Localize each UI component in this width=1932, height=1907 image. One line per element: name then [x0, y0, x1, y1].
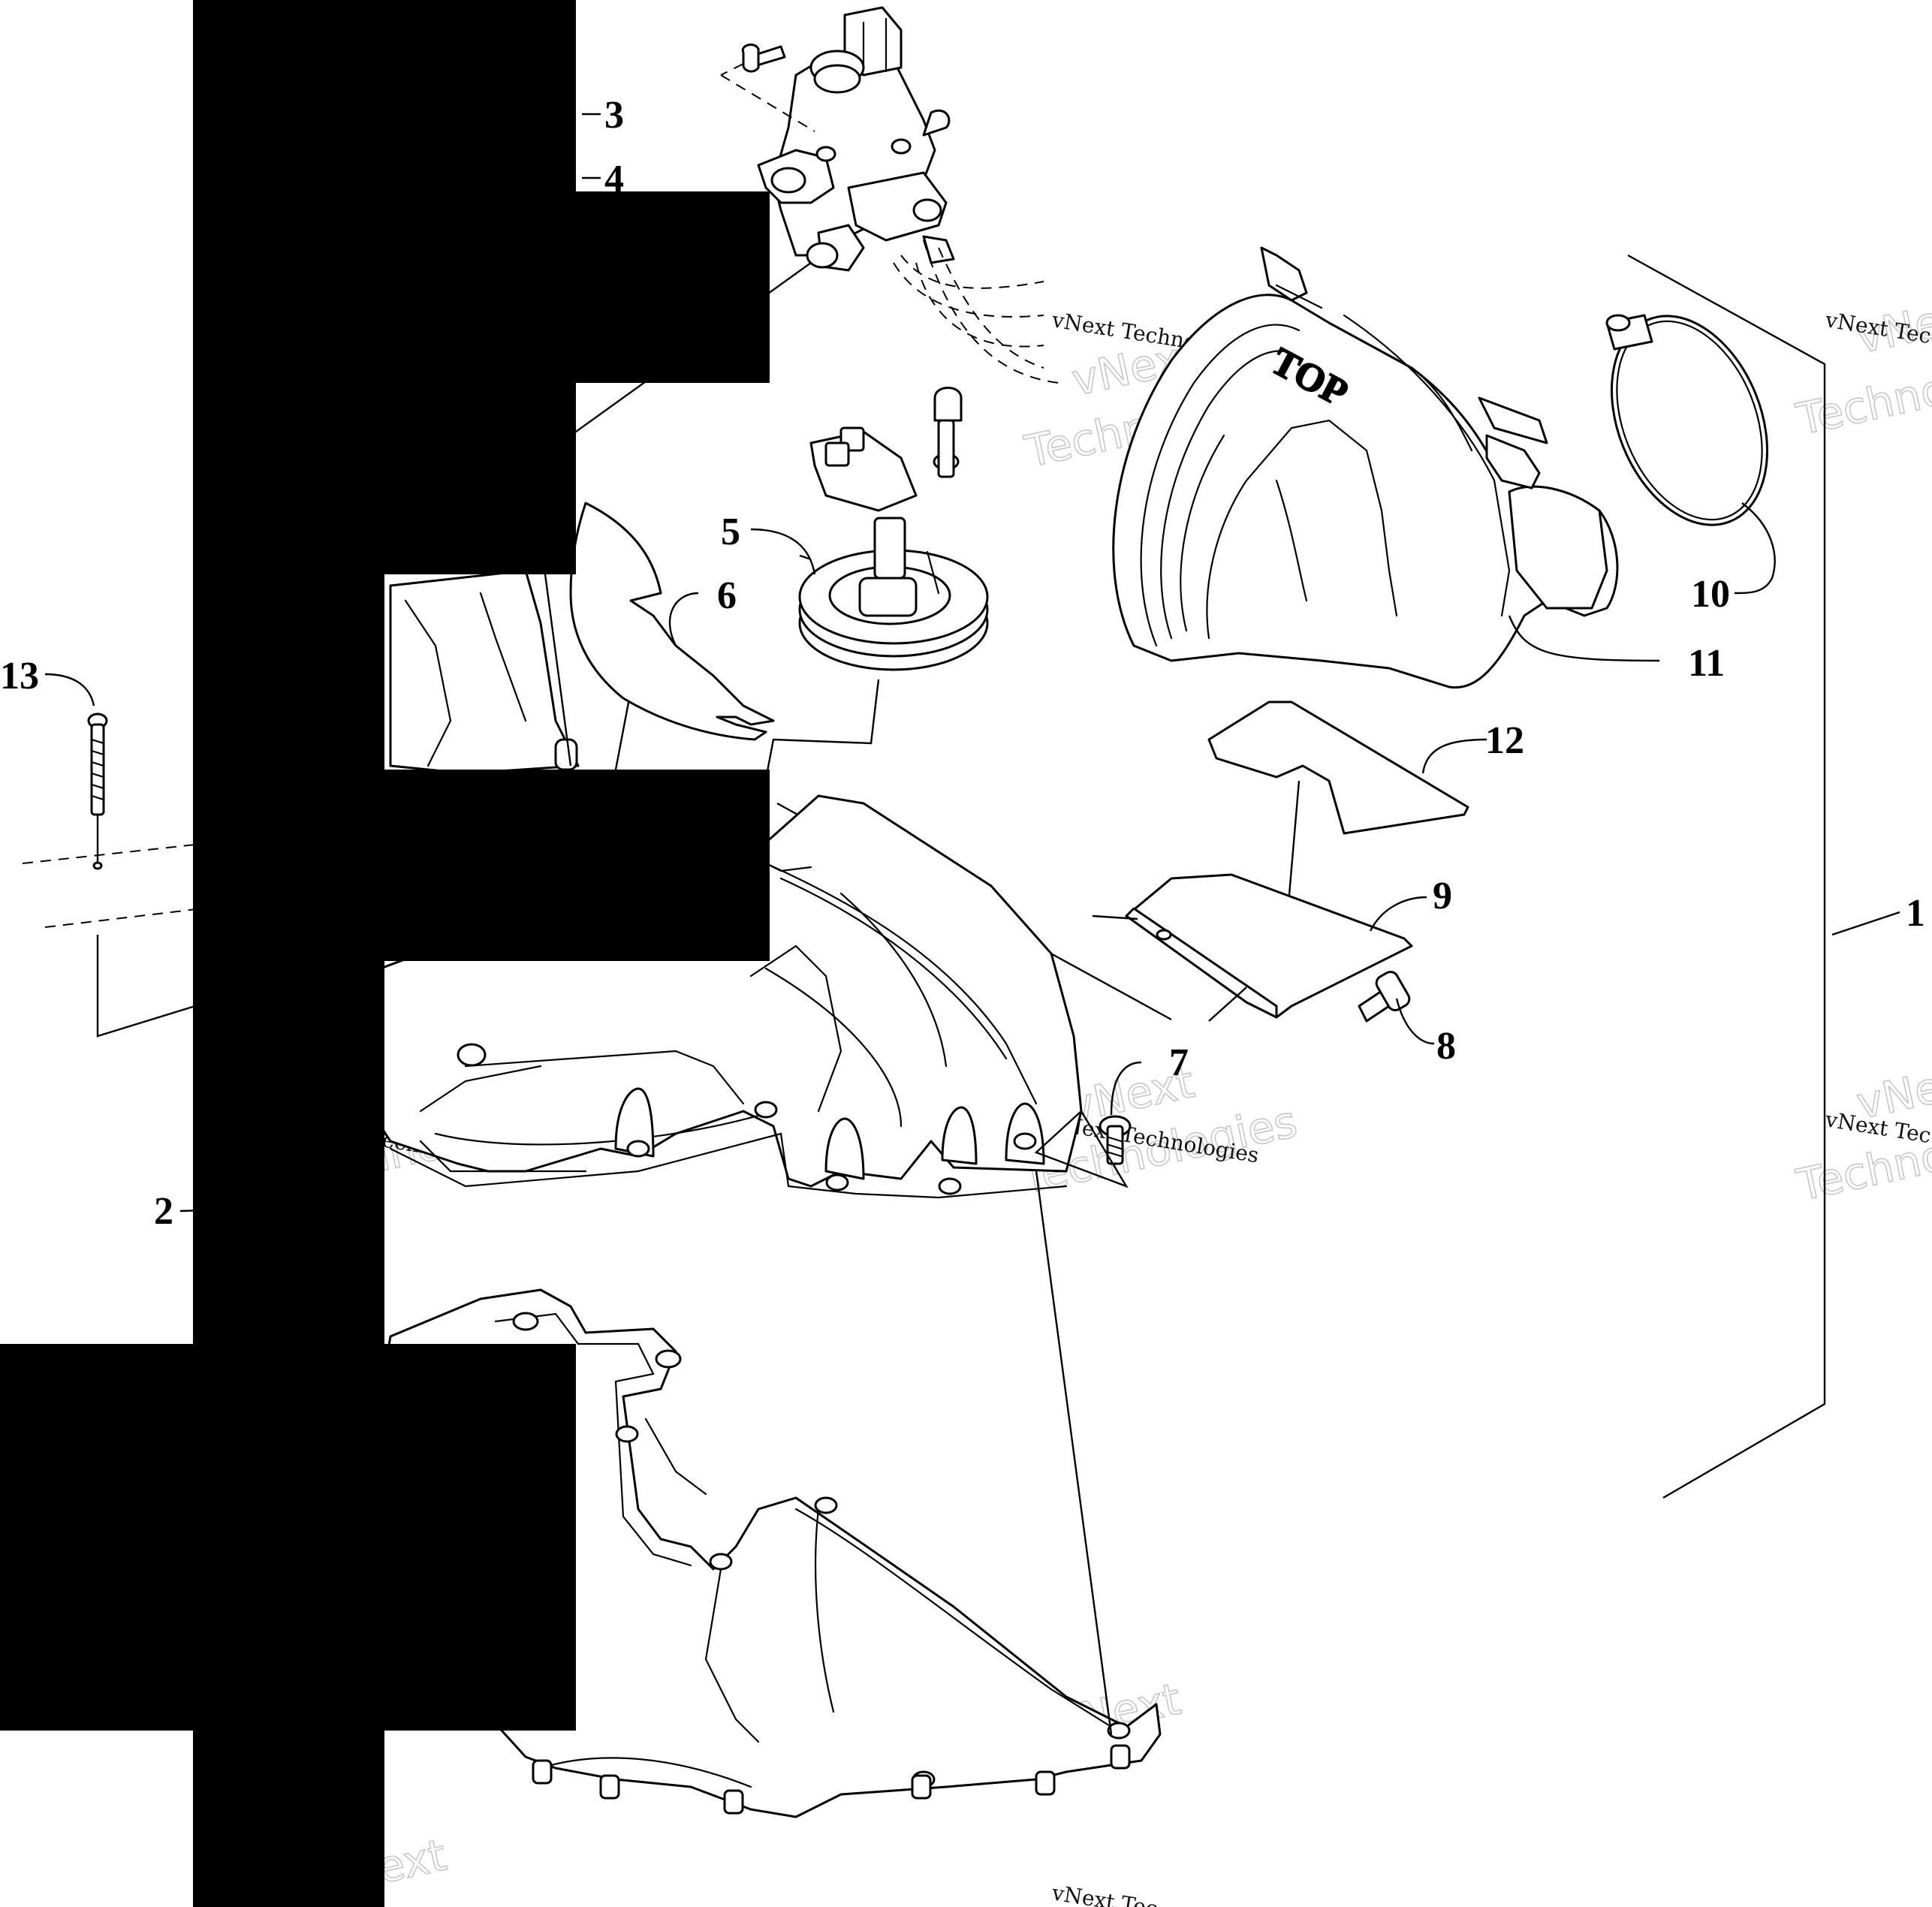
callout-11: 11 — [1688, 642, 1725, 685]
part-3-valve-assembly — [390, 6, 1059, 542]
callout-13: 13 — [0, 655, 39, 697]
part-6-seal — [569, 502, 775, 741]
callout-7: 7 — [1169, 1041, 1189, 1084]
part-9-bracket-plate — [1125, 873, 1427, 1022]
callout-12: 12 — [1485, 719, 1524, 762]
upper-housing-section — [389, 540, 632, 775]
redaction-block — [384, 770, 770, 961]
redaction-masks — [0, 0, 770, 1907]
redaction-block — [193, 1731, 384, 1907]
part-7-screw — [1034, 1061, 1142, 1735]
callout-5: 5 — [721, 511, 740, 553]
callout-8: 8 — [1436, 1025, 1456, 1068]
part-12-foam-pad — [1207, 700, 1487, 913]
watermark-caption: vNext Tec — [1050, 1880, 1159, 1907]
part-8-bolt — [1358, 971, 1435, 1045]
callout-2: 2 — [154, 1190, 173, 1233]
part-5-sensor-assembly — [750, 387, 989, 819]
callout-3: 3 — [604, 94, 624, 137]
part-10-hose-clamp — [1605, 314, 1776, 595]
callout-6: 6 — [717, 574, 737, 617]
callout-9: 9 — [1433, 875, 1452, 917]
part-13-screw — [22, 673, 203, 1038]
callout-1: 1 — [1906, 892, 1925, 935]
watermark-top-right: vNext Technologies — [1792, 286, 1932, 445]
redaction-block — [481, 191, 770, 383]
redaction-block — [193, 574, 384, 1344]
redaction-block — [0, 1344, 576, 1731]
callout-10: 10 — [1691, 573, 1730, 616]
part-11-intake-boot: TOP — [1112, 246, 1660, 689]
